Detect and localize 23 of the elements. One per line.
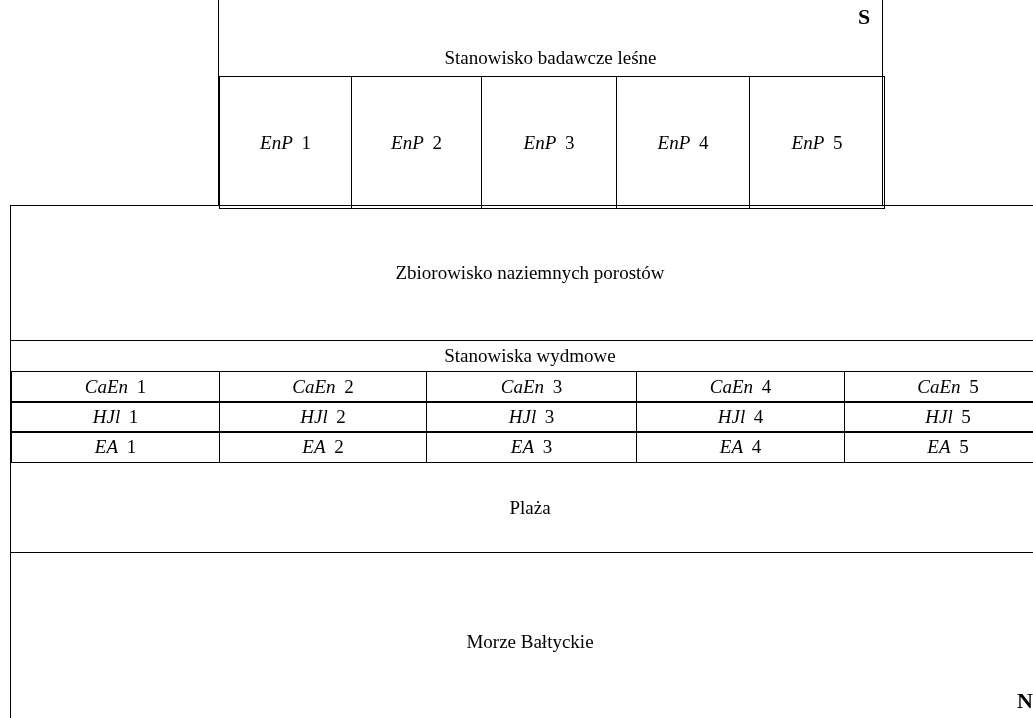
plot-cell: EnP 3 xyxy=(481,76,617,209)
dune-plot-band xyxy=(10,340,1033,463)
zone-band: Zbiorowisko naziemnych porostów xyxy=(10,205,1033,341)
group-title: Stanowiska wydmowe xyxy=(443,345,617,367)
plot-cell: CaEn 1 xyxy=(11,371,220,403)
plot-cell: CaEn 3 xyxy=(426,371,637,403)
plot-cell: CaEn 2 xyxy=(219,371,427,403)
plot-cell: CaEn 5 xyxy=(844,371,1033,403)
plot-cell: HJl 5 xyxy=(844,401,1033,433)
plot-cell: HJl 4 xyxy=(636,401,845,433)
plot-cell: HJl 2 xyxy=(219,401,427,433)
plot-cell: EnP 2 xyxy=(351,76,482,209)
plot-cell: EnP 4 xyxy=(616,76,750,209)
plot-cell: EA 1 xyxy=(11,431,220,463)
compass-letter: S xyxy=(858,4,871,30)
group-title: Stanowisko badawcze leśne xyxy=(443,47,658,69)
plot-cell: EnP 1 xyxy=(219,76,352,209)
compass-letter: N xyxy=(1017,688,1033,714)
plot-cell: HJl 1 xyxy=(11,401,220,433)
plot-cell: HJl 3 xyxy=(426,401,637,433)
forest-plot-box xyxy=(218,0,883,206)
plot-cell: CaEn 4 xyxy=(636,371,845,403)
plot-cell: EnP 5 xyxy=(749,76,885,209)
